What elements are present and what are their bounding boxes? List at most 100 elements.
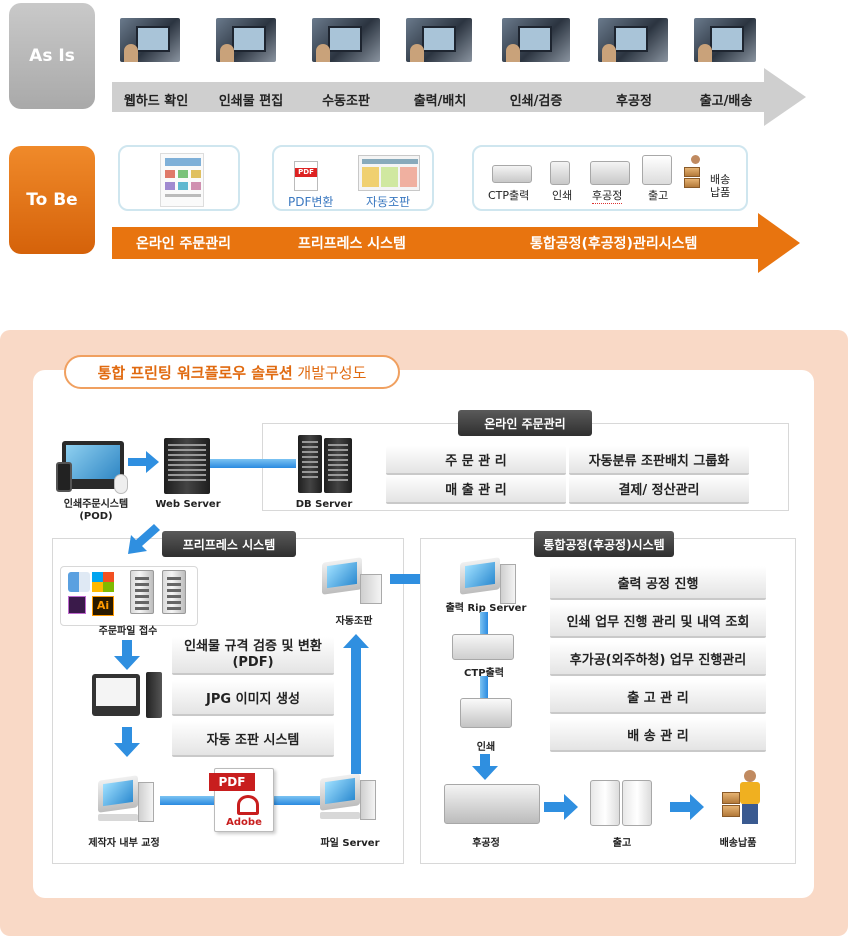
link-ctp-to-print	[480, 676, 488, 698]
print-caption: 인쇄	[476, 742, 496, 753]
auto-layout-label: 자동조판	[366, 195, 411, 209]
ctp-output-caption: CTP출력	[464, 668, 504, 679]
ship-out-label: 출고	[648, 189, 669, 202]
integrated-tab: 통합공정(후공정)시스템	[534, 531, 674, 557]
web-server-caption: Web Server	[155, 499, 221, 510]
mac-finder-icon	[68, 572, 90, 592]
to-be-box-prepress: PDF PDF변환 자동조판	[272, 145, 434, 211]
rip-server-icon	[460, 557, 520, 606]
stack-icon	[642, 155, 672, 185]
pod-phone-icon	[56, 462, 72, 492]
layout-thumbnail-icon	[358, 155, 420, 191]
integrated-item-ship-manage: 출 고 관 리	[550, 680, 766, 714]
prepress-item-auto-layout: 자동 조판 시스템	[172, 721, 334, 757]
as-is-step-3: 수동조판	[322, 94, 370, 109]
arrow-receive-down	[114, 640, 140, 670]
indesign-icon	[68, 596, 86, 614]
illustrator-icon: Ai	[92, 596, 114, 616]
pod-mouse-icon	[114, 474, 128, 494]
pod-caption: 인쇄주문시스템 (POD)	[63, 499, 129, 522]
diagram-title-bold: 통합 프린팅 워크플로우 솔루션	[97, 363, 293, 382]
ship-stack-icon-2	[622, 780, 652, 826]
as-is-photo-2	[216, 18, 276, 62]
as-is-photo-1	[120, 18, 180, 62]
as-is-step-4: 출력/배치	[413, 94, 467, 109]
as-is-photo-4	[406, 18, 472, 62]
proof-computer-icon	[98, 775, 158, 828]
as-is-arrow	[112, 68, 806, 126]
to-be-label-integrated: 통합공정(후공정)관리시스템	[530, 236, 698, 252]
workstation-tower-icon	[146, 672, 162, 718]
auto-layout-caption: 자동조판	[335, 616, 373, 627]
to-be-box-online	[118, 145, 240, 211]
to-be-arrow	[112, 213, 800, 273]
pdf-convert-label: PDF변환	[288, 195, 334, 209]
ship-stack-icon	[590, 780, 620, 826]
delivery-worker-icon	[720, 770, 764, 826]
online-item-payment: 결제/ 정산관리	[569, 475, 749, 504]
proof-caption: 제작자 내부 교정	[88, 838, 160, 849]
to-be-label-online: 온라인 주문관리	[136, 236, 232, 252]
as-is-step-5: 인쇄/검증	[509, 94, 563, 109]
post-process-icon	[590, 161, 630, 185]
arrow-file-server-up	[343, 634, 369, 774]
db-server-icon-2	[324, 438, 352, 493]
as-is-photo-3	[312, 18, 380, 62]
arrow-post-to-ship	[544, 794, 578, 820]
adobe-label: Adobe	[226, 817, 262, 828]
to-be-label-prepress: 프리프레스 시스템	[298, 236, 406, 252]
as-is-photo-7	[694, 18, 756, 62]
prepress-item-jpg: JPG 이미지 생성	[172, 680, 334, 716]
db-server-icon	[298, 435, 322, 493]
diagram-title-rest: 개발구성도	[292, 363, 367, 382]
to-be-box-integrated: CTP출력 인쇄 후공정 출고 배송 납품	[472, 145, 748, 211]
workstation-monitor-icon	[92, 674, 140, 716]
arrow-web-to-prepress	[128, 524, 160, 554]
prepress-tab: 프리프레스 시스템	[162, 531, 296, 557]
as-is-photo-5	[502, 18, 570, 62]
link-web-to-db	[210, 459, 296, 468]
delivery-person-icon	[684, 155, 706, 191]
adobe-pdf-icon: PDF Adobe	[209, 768, 274, 832]
web-page-thumbnail	[160, 153, 204, 207]
web-server-icon	[164, 438, 210, 494]
arrow-workstation-down	[114, 727, 140, 757]
rip-server-caption: 출력 Rip Server	[445, 603, 527, 614]
as-is-step-6: 후공정	[616, 94, 652, 109]
arrow-pod-to-web	[128, 451, 159, 473]
as-is-step-1: 웹하드 확인	[123, 94, 189, 109]
file-receive-caption: 주문파일 접수	[98, 626, 158, 637]
as-is-step-2: 인쇄물 편집	[218, 94, 284, 109]
integrated-item-print-manage: 인쇄 업무 진행 관리 및 내역 조회	[550, 604, 766, 638]
integrated-item-outsourcing: 후가공(외주하청) 업무 진행관리	[550, 642, 766, 676]
file-server-caption: 파일 Server	[320, 838, 380, 849]
receive-tower-icon-1	[130, 570, 154, 614]
arrow-print-down	[472, 754, 498, 780]
db-server-caption: DB Server	[295, 499, 353, 510]
deliver-caption: 배송납품	[719, 838, 757, 849]
press-machine-icon	[550, 161, 570, 185]
to-be-badge: To Be	[9, 146, 95, 254]
printing-press-icon	[460, 698, 512, 728]
online-item-auto-group: 자동분류 조판배치 그룹화	[569, 446, 749, 475]
online-tab: 온라인 주문관리	[458, 410, 592, 436]
ctp-output-icon	[452, 634, 514, 660]
post-process-machine-icon	[444, 784, 540, 824]
post-process-caption: 후공정	[472, 838, 500, 849]
as-is-badge: As Is	[9, 3, 95, 109]
diagram-title-pill: 통합 프린팅 워크플로우 솔루션 개발구성도	[64, 355, 400, 389]
online-item-order: 주 문 관 리	[386, 446, 566, 475]
file-server-icon	[320, 773, 380, 828]
as-is-photo-6	[598, 18, 668, 62]
auto-layout-computer-icon	[322, 557, 382, 610]
ctp-output-label: CTP출력	[488, 189, 530, 202]
post-process-label: 후공정	[592, 189, 623, 204]
link-rip-to-ctp	[480, 612, 488, 636]
online-item-sales: 매 출 관 리	[386, 475, 566, 504]
ship-caption: 출고	[612, 838, 632, 849]
windows-icon	[92, 572, 114, 592]
ctp-machine-icon	[492, 165, 532, 183]
pod-monitor-icon	[62, 441, 124, 489]
arrow-ship-to-deliver	[670, 794, 704, 820]
receive-tower-icon-2	[162, 570, 186, 614]
